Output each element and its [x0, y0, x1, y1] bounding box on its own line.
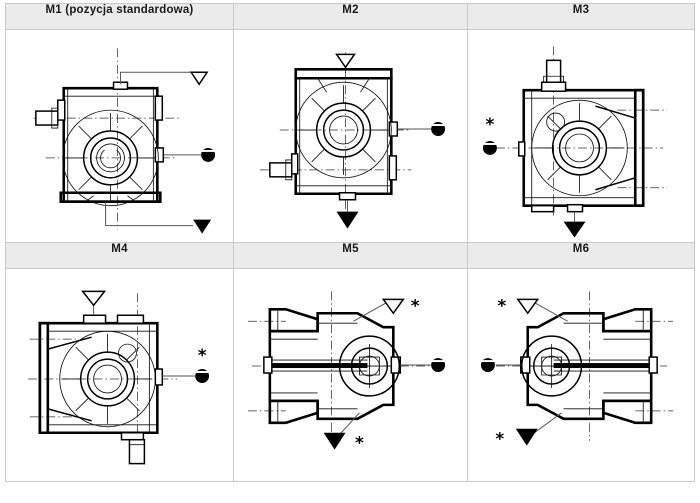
- mounting-position-sheet: M1 (pozycja standardowa) M2 M3: [5, 3, 695, 503]
- plug-drain-m5[interactable]: *: [323, 412, 364, 453]
- diagram-cell-m2: [233, 29, 468, 243]
- housing-body-m6: [520, 307, 658, 425]
- plug-vent-m4[interactable]: [81, 290, 107, 316]
- asterisk-note-icon: *: [411, 295, 420, 315]
- diagram-cell-m4: *: [5, 268, 234, 482]
- gearbox-drawing-m1: [33, 48, 216, 234]
- plug-drain-m6[interactable]: *: [495, 412, 562, 449]
- plug-drain-m3[interactable]: [563, 211, 586, 238]
- gearbox-drawing-m6: * *: [480, 291, 674, 449]
- gear-face-m1: [62, 109, 159, 207]
- housing-body-m4: [38, 314, 164, 441]
- plug-vent-m6[interactable]: *: [497, 295, 568, 322]
- plug-level-m3[interactable]: *: [482, 114, 497, 155]
- housing-body-m3: [518, 81, 645, 213]
- plug-vent-m5[interactable]: *: [353, 295, 420, 322]
- plug-vent-m1[interactable]: [119, 71, 209, 86]
- drain-triangle-icon: [336, 211, 359, 229]
- drain-triangle-icon: [515, 428, 538, 446]
- plug-level-m6[interactable]: [480, 358, 521, 373]
- output-hub-m5: [338, 335, 401, 397]
- gear-face-m3: [531, 99, 628, 197]
- mounting-position-table: M1 (pozycja standardowa) M2 M3: [5, 3, 695, 482]
- asterisk-note-icon: *: [355, 433, 364, 453]
- gear-face-m2: [295, 78, 392, 179]
- diagram-cell-m3: *: [467, 29, 695, 243]
- vent-triangle-icon: [189, 71, 209, 86]
- plug-level-m2[interactable]: [397, 122, 446, 136]
- centerlines-m3: [495, 46, 668, 216]
- asterisk-note-icon: *: [497, 295, 506, 315]
- housing-body-m1: [57, 81, 165, 204]
- vent-triangle-icon: [335, 53, 356, 69]
- asterisk-note-icon: *: [495, 429, 504, 449]
- cell-header-m1: M1 (pozycja standardowa): [5, 3, 234, 30]
- diagram-row-1: *: [5, 29, 695, 243]
- input-shaft-m3: [543, 59, 565, 83]
- input-shaft-m2: [269, 159, 293, 181]
- plug-vent-m2[interactable]: [335, 53, 356, 69]
- cell-header-m3: M3: [467, 3, 695, 30]
- header-row-1: M1 (pozycja standardowa) M2 M3: [5, 3, 695, 30]
- drain-triangle-icon: [563, 221, 586, 238]
- plug-level-m5[interactable]: [400, 358, 446, 373]
- gearbox-drawing-m5: * *: [247, 291, 446, 453]
- cell-header-m4: M4: [5, 242, 234, 269]
- diagram-cell-m6: * *: [467, 268, 695, 482]
- gearbox-drawing-m4: *: [27, 290, 210, 465]
- drain-triangle-icon: [323, 432, 346, 450]
- output-shaft-m4: [128, 438, 146, 465]
- plug-level-m1[interactable]: [163, 147, 216, 162]
- diagram-row-2: *: [5, 268, 695, 482]
- input-shaft-m1: [35, 107, 59, 129]
- plug-level-m4[interactable]: *: [162, 345, 210, 383]
- housing-body-m5: [263, 307, 402, 425]
- plug-drain-m1[interactable]: [105, 201, 212, 234]
- centerlines-m4: [27, 293, 178, 459]
- diagram-cell-m5: * *: [233, 268, 468, 482]
- housing-body-m2: [291, 67, 399, 201]
- drain-triangle-icon: [193, 219, 212, 234]
- worm-shaft-m5: [271, 359, 368, 372]
- vent-triangle-icon: [81, 290, 107, 307]
- gearbox-drawing-m3: *: [482, 46, 668, 238]
- cell-header-m6: M6: [467, 242, 695, 269]
- asterisk-note-icon: *: [198, 345, 207, 365]
- vent-triangle-icon: [516, 298, 540, 315]
- gearbox-drawing-m2: [259, 52, 446, 229]
- output-hub-m6: [521, 335, 583, 397]
- plug-drain-m2[interactable]: [336, 199, 359, 229]
- cell-header-m2: M2: [233, 3, 468, 30]
- asterisk-note-icon: *: [485, 114, 494, 134]
- gear-face-m4: [59, 330, 156, 428]
- cell-header-m5: M5: [233, 242, 468, 269]
- diagram-cell-m1: [5, 29, 234, 243]
- header-row-2: M4 M5 M6: [5, 242, 695, 269]
- worm-shaft-m6: [553, 359, 650, 372]
- vent-triangle-icon: [381, 298, 405, 315]
